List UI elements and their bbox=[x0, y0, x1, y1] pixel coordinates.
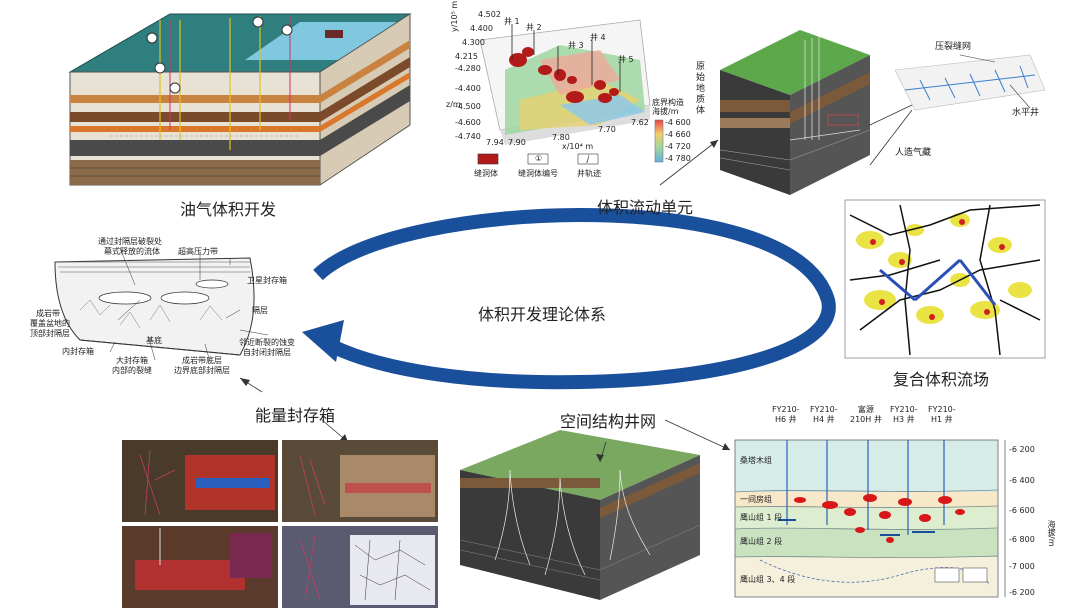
caption-energy-box: 能量封存箱 bbox=[255, 406, 336, 425]
caption-spatial-well-network: 空间结构井网 bbox=[560, 412, 657, 431]
section-well: 富源 210H 井 bbox=[850, 405, 882, 424]
colorbar-tick: -4 780 bbox=[665, 154, 691, 163]
formation-label: 鹰山组 3、4 段 bbox=[740, 575, 796, 584]
eb-label: 内部的裂缝 bbox=[112, 366, 152, 375]
depth-tick: -7 000 bbox=[1009, 562, 1035, 571]
depth-tick: -6 200 bbox=[1009, 588, 1035, 597]
colorbar-tick: -4 720 bbox=[665, 142, 691, 151]
formation-label: 一间房组 bbox=[740, 495, 772, 504]
colorbar bbox=[654, 119, 664, 163]
y-tick: 4.502 bbox=[478, 10, 501, 19]
eb-label: 成岩带 bbox=[36, 309, 60, 318]
x-tick: 7.90 bbox=[508, 138, 526, 147]
z-tick: -4.280 bbox=[455, 64, 481, 73]
label-horizontal-well: 水平井 bbox=[1012, 108, 1040, 118]
section-legend-b bbox=[962, 567, 988, 583]
colorbar-tick: -4 660 bbox=[665, 130, 691, 139]
z-axis-label: z/m bbox=[446, 100, 461, 109]
caption-oil-gas-volume-dev: 油气体积开发 bbox=[180, 200, 277, 219]
eb-label: 超高压力带 bbox=[178, 247, 218, 256]
y-tick: 4.300 bbox=[462, 38, 485, 47]
section-well: FY210- H4 井 bbox=[810, 405, 838, 424]
z-tick: -4.500 bbox=[455, 102, 481, 111]
depth-tick: -6 200 bbox=[1009, 445, 1035, 454]
oil-gas-volume-block bbox=[68, 13, 412, 186]
eb-label: 大封存箱 bbox=[116, 356, 148, 365]
well-label: 井 2 bbox=[526, 23, 542, 32]
well-label: 井 4 bbox=[590, 33, 606, 42]
well-label: 井 3 bbox=[568, 41, 584, 50]
section-well: FY210- H3 井 bbox=[890, 405, 918, 424]
depth-tick: -6 400 bbox=[1009, 476, 1035, 485]
eb-label: 卫星封存箱 bbox=[247, 276, 287, 285]
legend-cave-swatch bbox=[477, 153, 499, 165]
label-artificial-gas: 人造气藏 bbox=[895, 148, 932, 158]
eb-label: 隔层 bbox=[252, 306, 268, 315]
cross-section bbox=[734, 439, 1006, 598]
eb-label: 邻近断裂的蚀变 bbox=[239, 338, 295, 347]
arrow-well-network bbox=[596, 419, 731, 463]
colorbar-tick: -4 600 bbox=[665, 118, 691, 127]
formation-label: 鹰山组 2 段 bbox=[740, 537, 783, 546]
section-well: FY210- H6 井 bbox=[772, 405, 800, 424]
legend-well-track: 井轨迹 bbox=[577, 169, 601, 178]
geo-block-3d bbox=[719, 30, 1046, 195]
cycle-arrow bbox=[302, 207, 836, 390]
legend-cave-number: 缝洞体编号 bbox=[518, 169, 558, 178]
depth-axis-label: 海拔/m bbox=[1047, 520, 1056, 547]
x-tick: 7.62 bbox=[631, 118, 649, 127]
eb-label: 覆盖盆地的 bbox=[30, 319, 70, 328]
label-frac-network: 压裂缝网 bbox=[935, 42, 972, 52]
eb-label: 自封闭封隔层 bbox=[243, 348, 291, 357]
energy-box-photos bbox=[122, 440, 438, 608]
eb-label: 幕式释放的流体 bbox=[104, 247, 160, 256]
eb-label: 边界底部封隔层 bbox=[174, 366, 230, 375]
well-label: 井 1 bbox=[504, 17, 520, 26]
y-axis-label: y/10⁵ m bbox=[450, 0, 459, 32]
z-tick: -4.600 bbox=[455, 118, 481, 127]
caption-volume-flow-unit: 体积流动单元 bbox=[597, 198, 694, 217]
colorbar-title: 底界构造 海拔/m bbox=[652, 98, 684, 116]
energy-box-diagram bbox=[54, 247, 269, 363]
section-well: FY210- H1 井 bbox=[928, 405, 956, 424]
legend-number-glyph: ① bbox=[535, 154, 543, 163]
composite-flow-field bbox=[844, 199, 1046, 359]
legend-j-glyph: j bbox=[587, 154, 590, 163]
y-tick: 4.400 bbox=[470, 24, 493, 33]
eb-label: 成岩带底层 bbox=[182, 356, 222, 365]
eb-label: 内封存箱 bbox=[62, 347, 94, 356]
depth-tick: -6 800 bbox=[1009, 535, 1035, 544]
formation-label: 桑塔木组 bbox=[740, 456, 772, 465]
spatial-well-network bbox=[459, 430, 701, 600]
z-tick: -4.740 bbox=[455, 132, 481, 141]
x-tick: 7.80 bbox=[552, 133, 570, 142]
eb-label: 基底 bbox=[146, 336, 162, 345]
x-axis-label: x/10⁴ m bbox=[562, 142, 594, 151]
x-tick: 7.94 bbox=[486, 138, 504, 147]
well-label: 井 5 bbox=[618, 55, 634, 64]
caption-composite-flow-field: 复合体积流场 bbox=[893, 370, 990, 389]
legend-cave: 缝洞体 bbox=[474, 169, 498, 178]
eb-label: 通过封隔层破裂处 bbox=[98, 237, 162, 246]
y-tick: 4.215 bbox=[455, 52, 478, 61]
center-title: 体积开发理论体系 bbox=[478, 305, 607, 324]
arrow-flowunit-to-block bbox=[659, 139, 719, 186]
formation-label: 鹰山组 1 段 bbox=[740, 513, 783, 522]
legend-track-swatch bbox=[577, 153, 599, 165]
section-legend-a bbox=[934, 567, 960, 583]
legend-number-swatch bbox=[527, 153, 549, 165]
x-tick: 7.70 bbox=[598, 125, 616, 134]
label-original-body: 原始地质体 bbox=[696, 62, 706, 116]
depth-tick: -6 600 bbox=[1009, 506, 1035, 515]
z-tick: -4.400 bbox=[455, 84, 481, 93]
flow-unit-plot bbox=[477, 19, 664, 165]
eb-label: 顶部封隔层 bbox=[30, 329, 70, 338]
